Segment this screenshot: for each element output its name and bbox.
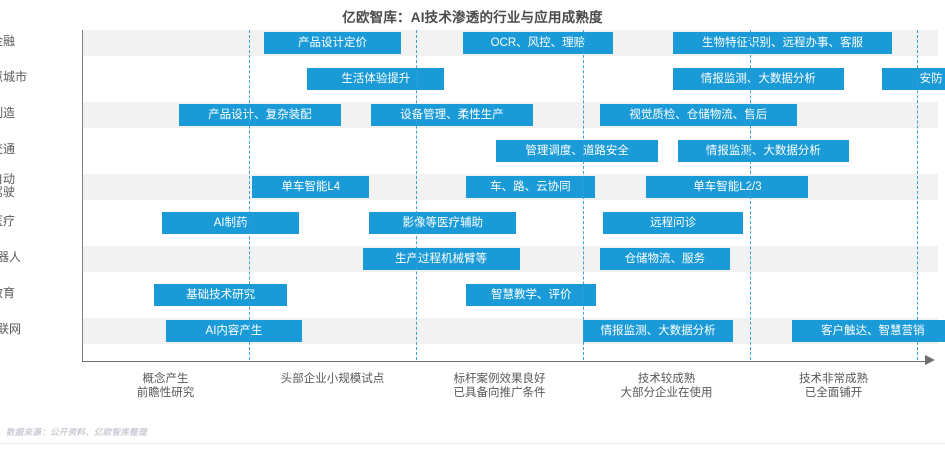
application-bar[interactable]: 安防 — [881, 68, 945, 90]
application-bar[interactable]: 情报监测、大数据分析 — [583, 320, 734, 342]
application-bar[interactable]: 远程问诊 — [603, 212, 744, 234]
application-bar[interactable]: 生物特征识别、远程办事、客服 — [673, 32, 892, 54]
application-bar[interactable]: 设备管理、柔性生产 — [370, 104, 533, 126]
stage-label-5: 技术非常成熟 已全面铺开 — [799, 373, 868, 399]
application-bar[interactable]: AI内容产生 — [165, 320, 303, 342]
x-axis-arrow-icon — [925, 355, 935, 365]
row-label-金融: 金融 — [0, 34, 15, 48]
application-bar[interactable]: 智慧教学、评价 — [466, 284, 597, 306]
application-bar[interactable]: 单车智能L2/3 — [646, 176, 809, 198]
application-bar[interactable]: 基础技术研究 — [153, 284, 288, 306]
stage-label-1: 概念产生 前瞻性研究 — [136, 373, 195, 399]
plot-area: 金融 产品设计定价 OCR、风控、理赔 生物特征识别、远程办事、客服智慧城市 生活体验提… — [0, 30, 945, 360]
application-bar[interactable]: 生产过程机械臂等 — [362, 248, 520, 270]
stage-gridline-3 — [583, 30, 584, 360]
row-label-交通: 交通 — [0, 142, 15, 156]
stage-label-3: 标杆案例效果良好 已具备向推广条件 — [453, 373, 546, 399]
application-bar[interactable]: 车、路、云协同 — [466, 176, 595, 198]
stage-gridline-1 — [249, 30, 250, 360]
application-bar[interactable]: 视觉质检、仓储物流、售后 — [599, 104, 797, 126]
row-label-互联网: 互联网 — [0, 322, 21, 336]
application-bar[interactable]: 单车智能L4 — [252, 176, 370, 198]
application-bar[interactable]: 情报监测、大数据分析 — [678, 140, 849, 162]
stage-label-4: 技术较成熟 大部分企业在使用 — [620, 373, 713, 399]
row-label-自动驾驶: 自动 驾驶 — [0, 172, 15, 199]
row-label-机器人: 机器人 — [0, 250, 21, 264]
application-bar[interactable]: 产品设计、复杂装配 — [178, 104, 341, 126]
row-label-教育: 教育 — [0, 286, 15, 300]
application-bar[interactable]: 影像等医疗辅助 — [369, 212, 517, 234]
y-axis-line — [82, 30, 83, 362]
stage-gridline-2 — [416, 30, 417, 360]
footer-divider — [0, 443, 945, 444]
application-bar[interactable]: AI制药 — [162, 212, 300, 234]
row-label-医疗: 医疗 — [0, 214, 15, 228]
x-axis-line — [82, 361, 927, 362]
row-label-制造: 制造 — [0, 106, 15, 120]
application-bar[interactable]: 产品设计定价 — [264, 32, 401, 54]
application-bar[interactable]: 管理调度、道路安全 — [496, 140, 659, 162]
application-bar[interactable]: 客户触达、智慧营销 — [791, 320, 945, 342]
row-label-智慧城市: 智慧城市 — [0, 70, 27, 84]
source-note: 数据来源：公开资料、亿欧智库整理 — [6, 427, 147, 437]
application-bar[interactable]: 仓储物流、服务 — [599, 248, 730, 270]
application-bar[interactable]: 情报监测、大数据分析 — [673, 68, 844, 90]
application-bar[interactable]: 生活体验提升 — [307, 68, 445, 90]
stage-label-2: 头部企业小规模试点 — [280, 373, 385, 385]
chart-title: 亿欧智库：AI技术渗透的行业与应用成熟度 — [342, 10, 603, 25]
stage-gridline-4 — [750, 30, 751, 360]
application-bar[interactable]: OCR、风控、理赔 — [462, 32, 614, 54]
stage-gridline-5 — [917, 30, 918, 360]
